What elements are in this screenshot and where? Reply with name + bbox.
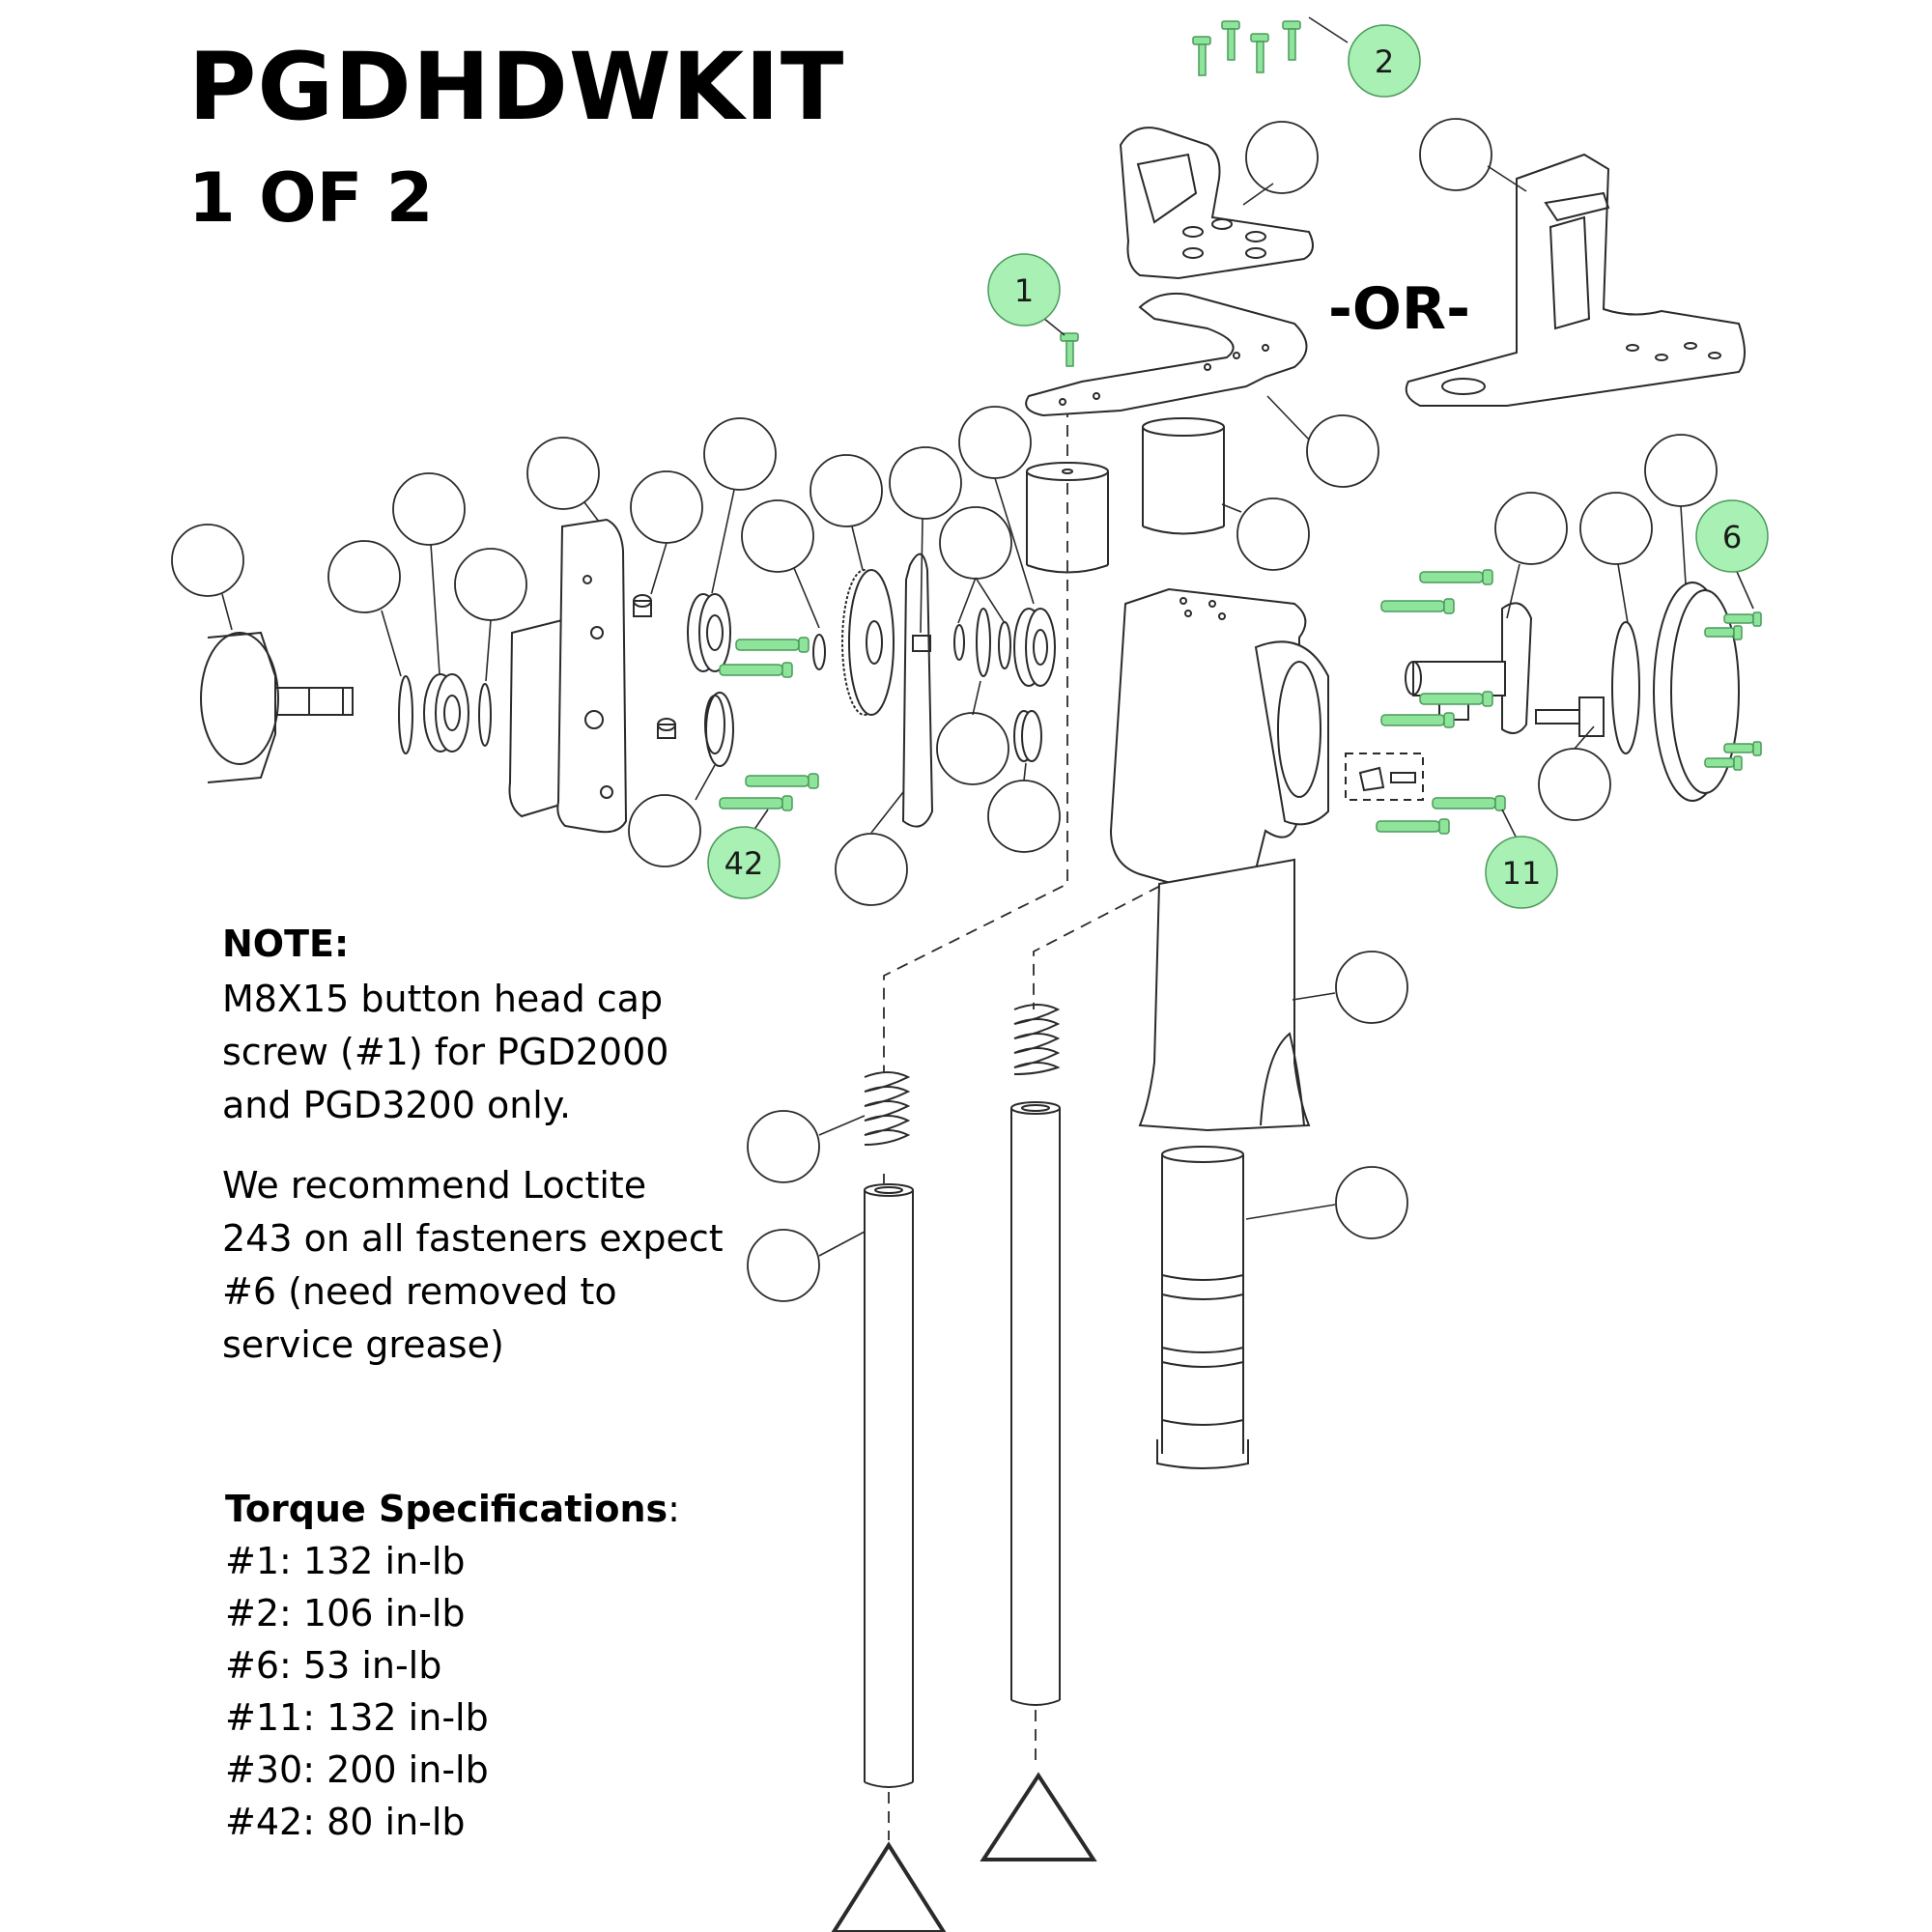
- page-subtitle: 1 OF 2: [188, 158, 434, 238]
- large-gear: [841, 569, 895, 716]
- bearing-3: [1013, 608, 1056, 687]
- handle-bracket-b: [1405, 153, 1746, 407]
- callout-empty: [526, 437, 600, 510]
- note-heading: NOTE:: [222, 923, 350, 965]
- note-paragraph-2: We recommend Loctite 243 on all fastener…: [222, 1164, 724, 1366]
- callout-11-label: 11: [1502, 855, 1542, 892]
- callout-empty: [1335, 951, 1408, 1024]
- gearbox-plate: [508, 518, 628, 834]
- retaining-ring-2: [478, 683, 492, 747]
- leader-lines: [221, 165, 1687, 1257]
- leg-rod-right: [1010, 1101, 1061, 1706]
- callout-empty: [1306, 414, 1379, 488]
- callout-empty: [936, 712, 1009, 785]
- o-ring: [1611, 621, 1640, 754]
- torque-item: #1: 132 in-lb: [225, 1540, 466, 1582]
- main-housing: [1109, 587, 1329, 886]
- or-label: -OR-: [1328, 275, 1471, 343]
- callout-empty: [327, 540, 401, 613]
- callout-empty: [747, 1110, 820, 1183]
- screw-group-6: [1704, 611, 1762, 771]
- cam-lever: [1405, 602, 1533, 734]
- spacer-left: [1026, 462, 1109, 574]
- callout-empty: [630, 470, 703, 544]
- spring-right: [1013, 1004, 1061, 1075]
- motor: [200, 631, 354, 783]
- callout-empty: [741, 499, 814, 573]
- callout-empty: [1245, 121, 1319, 194]
- retaining-ring-1: [398, 675, 413, 754]
- torque-item: #2: 106 in-lb: [225, 1592, 466, 1634]
- gasket: [901, 553, 934, 828]
- callout-empty: [392, 472, 466, 546]
- screw-group-11: [1376, 569, 1506, 835]
- callout-1: 1: [987, 253, 1065, 336]
- washer-1: [812, 634, 826, 670]
- callout-empty: [628, 794, 701, 867]
- callout-empty: [703, 417, 777, 491]
- torque-item: #6: 53 in-lb: [225, 1644, 442, 1687]
- spindle-cylinder: [1156, 1146, 1249, 1469]
- callout-empty: [1335, 1166, 1408, 1239]
- callout-2: 2: [1308, 16, 1421, 98]
- callout-empty: [810, 454, 883, 527]
- torque-item: #42: 80 in-lb: [225, 1801, 466, 1843]
- dowel-pin-2: [657, 718, 676, 739]
- spacer-right: [1142, 417, 1225, 535]
- leg-rod-left: [864, 1183, 914, 1788]
- bushing: [704, 692, 734, 767]
- torque-item: #11: 132 in-lb: [225, 1696, 489, 1739]
- callout-empty: [889, 446, 962, 520]
- callout-42: 42: [707, 809, 781, 899]
- highlighted-fasteners: [719, 20, 1762, 835]
- bearing-2: [687, 593, 731, 672]
- callout-empty: [1579, 492, 1653, 565]
- torque-list: #1: 132 in-lb #2: 106 in-lb #6: 53 in-lb…: [225, 1535, 727, 1848]
- callout-2-label: 2: [1375, 43, 1394, 80]
- callout-circles: [171, 118, 1718, 1302]
- callout-empty: [1538, 748, 1611, 821]
- callout-empty: [1419, 118, 1492, 191]
- torque-heading: Torque Specifications: [225, 1488, 668, 1530]
- mounting-plate: [1025, 292, 1308, 417]
- callout-empty: [958, 406, 1032, 479]
- spring-left: [864, 1071, 911, 1146]
- screw-group-42: [719, 637, 819, 811]
- latch-assembly: [1345, 753, 1424, 801]
- callout-6: 6: [1695, 499, 1769, 610]
- page-title: PGDHDWKIT: [188, 33, 845, 141]
- callout-empty: [1494, 492, 1568, 565]
- callout-empty: [454, 548, 527, 621]
- torque-item: #30: 200 in-lb: [225, 1748, 489, 1791]
- screw-group-2: [1192, 20, 1301, 76]
- torque-heading-suffix: :: [668, 1488, 680, 1530]
- callout-empty: [939, 506, 1012, 580]
- lower-housing: [1138, 858, 1311, 1132]
- bearing-1: [423, 673, 469, 753]
- note-paragraph-1: M8X15 button head cap screw (#1) for PGD…: [222, 978, 669, 1126]
- callout-empty: [1644, 434, 1718, 507]
- callout-empty: [835, 833, 908, 906]
- note-block: NOTE: M8X15 button head cap screw (#1) f…: [222, 918, 724, 1399]
- screw-1: [1060, 332, 1079, 367]
- callout-empty: [171, 524, 244, 597]
- ground-triangle-right: [980, 1772, 1097, 1861]
- torque-heading-line: Torque Specifications:: [225, 1483, 727, 1535]
- callout-11: 11: [1485, 809, 1558, 909]
- handle-bracket-a: [1119, 127, 1314, 280]
- callout-1-label: 1: [1014, 272, 1034, 309]
- assembly-guide-lines: [883, 406, 1165, 1840]
- callout-6-label: 6: [1722, 519, 1742, 555]
- ground-triangle-left: [831, 1841, 947, 1932]
- callout-42-label: 42: [724, 845, 764, 882]
- callout-empty: [987, 780, 1061, 853]
- bolt: [1535, 696, 1605, 737]
- dowel-pin-1: [633, 594, 652, 617]
- callout-empty: [1236, 497, 1310, 571]
- bearing-4: [1013, 710, 1042, 762]
- callout-empty: [747, 1229, 820, 1302]
- torque-specifications: Torque Specifications: #1: 132 in-lb #2:…: [225, 1483, 727, 1848]
